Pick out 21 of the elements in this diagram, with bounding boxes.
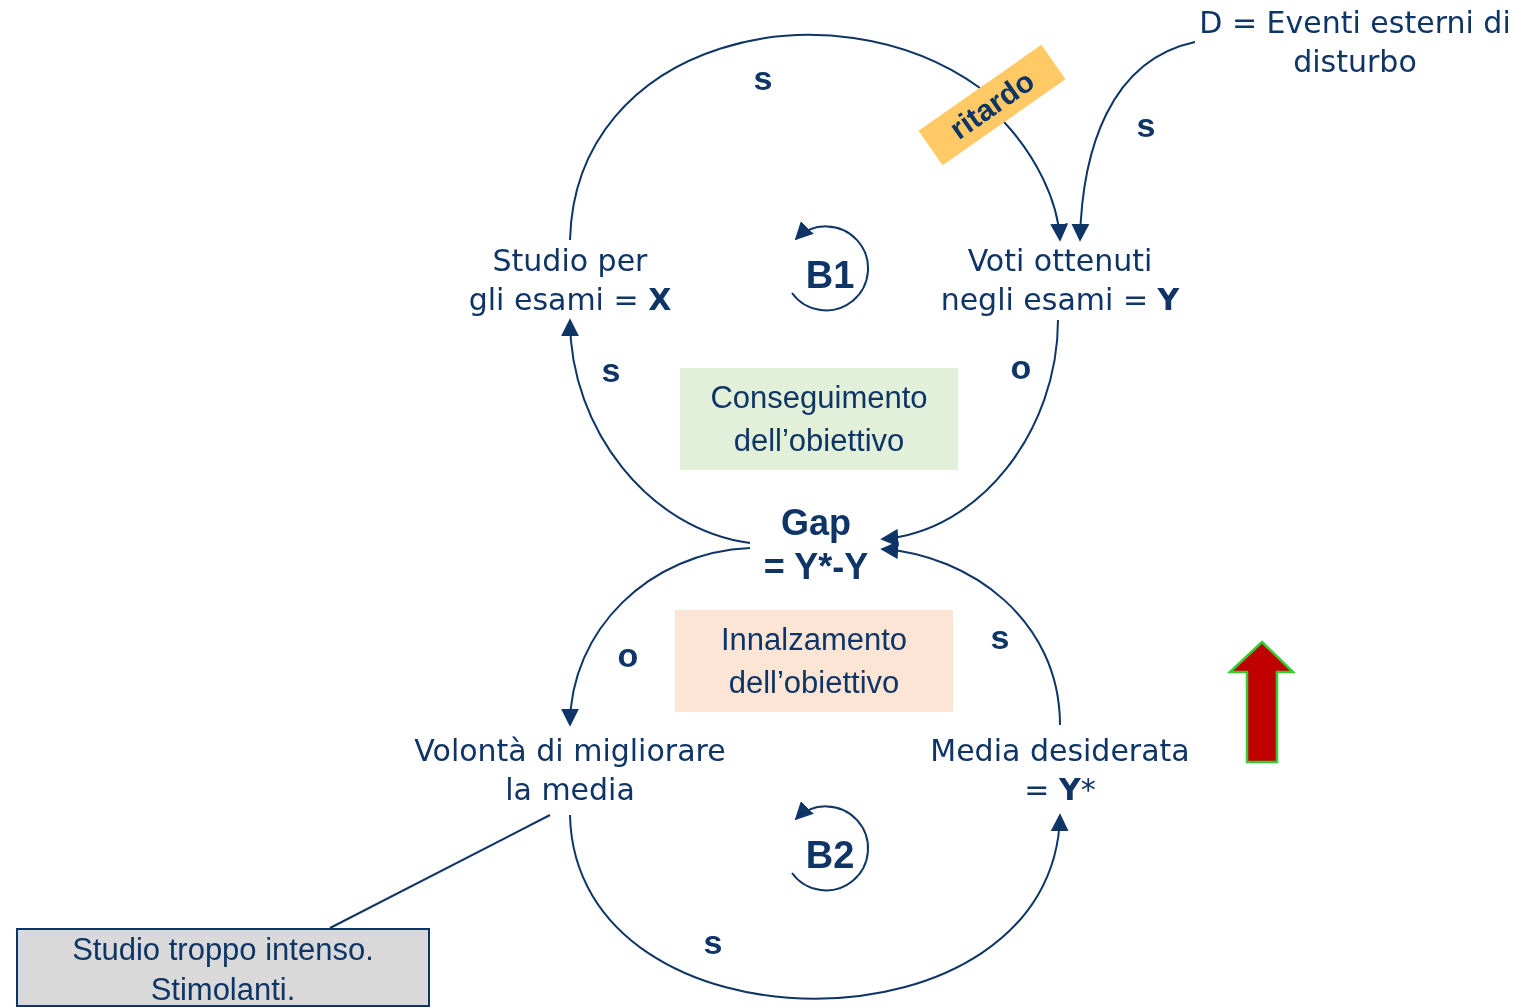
- leader-line: [569, 33, 981, 241]
- variable-label: Studio per gli esami = X: [468, 242, 672, 319]
- variable-label: Volontà di migliorare la media: [414, 732, 726, 809]
- loop-label: B2: [805, 833, 855, 877]
- gap-label: = Y*-Y: [763, 545, 869, 589]
- gap-label: Gap: [781, 501, 851, 545]
- arrow: [880, 542, 1061, 726]
- loop-label: B1: [805, 253, 855, 297]
- arrow: [1003, 121, 1068, 242]
- note-box: Studio troppo intenso. Stimolanti.: [16, 928, 430, 1007]
- arrow: [1071, 41, 1196, 242]
- arrow: [880, 319, 1059, 546]
- variable-label: Media desiderata = Y*: [930, 732, 1190, 809]
- arrow: [562, 318, 751, 544]
- goal-box: Conseguimento dell’obiettivo: [680, 368, 958, 470]
- goal-box: Innalzamento dell’obiettivo: [675, 610, 953, 712]
- variable-label: D = Eventi esterni di disturbo: [1198, 4, 1512, 81]
- arrow: [562, 547, 751, 727]
- leader-line: [329, 814, 551, 929]
- variable-label: Voti ottenuti negli esami = Y: [940, 242, 1180, 319]
- arrow: [569, 813, 1066, 1000]
